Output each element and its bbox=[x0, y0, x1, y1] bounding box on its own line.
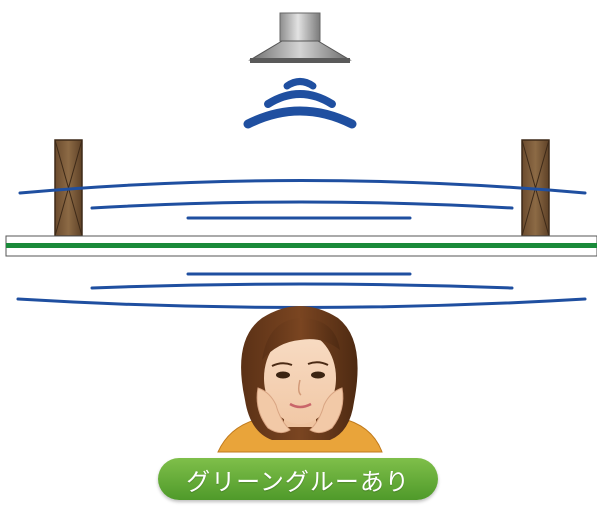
floor-panel-with-green-glue bbox=[5, 235, 597, 257]
lower-sound-waves bbox=[16, 272, 587, 309]
speaker-icon bbox=[248, 12, 352, 63]
caption-badge: グリーングルーあり bbox=[158, 458, 438, 500]
speaker-sound-waves bbox=[243, 78, 357, 129]
upper-sound-waves bbox=[18, 179, 587, 220]
woman-listening-icon bbox=[217, 306, 383, 453]
caption-label: グリーングルーあり bbox=[186, 467, 410, 496]
